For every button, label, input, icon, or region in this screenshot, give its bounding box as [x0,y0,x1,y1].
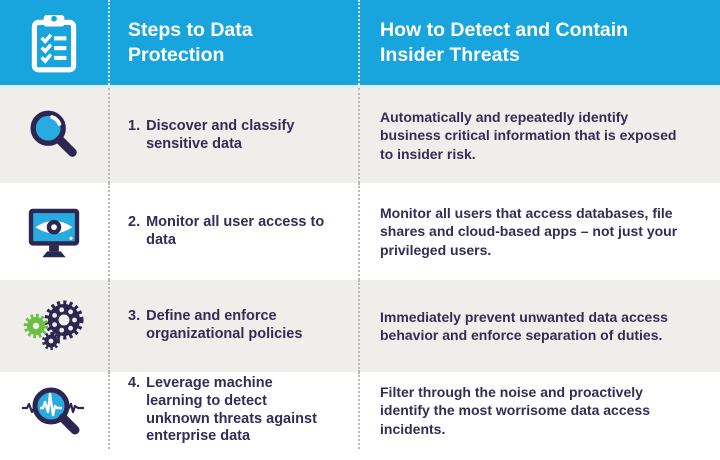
row4-desc-cell: Filter through the noise and proactively… [358,372,720,449]
step-description: Automatically and repeatedly identify bu… [380,109,677,162]
header-cell-detect: How to Detect and Contain Insider Threat… [358,0,720,85]
row1-step-cell: 1. Discover and classify sensitive data [108,88,358,183]
column-title-detect: How to Detect and Contain Insider Threat… [380,19,629,66]
magnifier-icon [23,105,85,167]
row3-step-cell: 3. Define and enforce organizational pol… [108,280,358,372]
row3-icon-cell [0,280,108,372]
bottom-margin [0,449,720,457]
table-row: 4. Leverage machine learning to detect u… [0,372,720,449]
row1-desc-cell: Automatically and repeatedly identify bu… [358,88,720,183]
table-row: 2. Monitor all user access to data Monit… [0,183,720,280]
step-label: Monitor all user access to data [146,213,325,248]
step-description: Monitor all users that access databases,… [380,205,678,258]
step-label: Define and enforce organizational polici… [146,308,303,342]
step-description: Filter through the noise and proactively… [380,384,650,437]
row2-desc-cell: Monitor all users that access databases,… [358,183,720,280]
step-item: 2. Monitor all user access to data [128,214,332,249]
step-number: 1. [128,117,141,134]
row4-step-cell: 4. Leverage machine learning to detect u… [108,372,358,449]
pulse-magnifier-icon [21,381,87,441]
row1-icon-cell [0,88,108,183]
step-item: 1. Discover and classify sensitive data [128,118,332,153]
table-row: 3. Define and enforce organizational pol… [0,280,720,372]
step-label: Discover and classify sensitive data [146,117,295,152]
row4-icon-cell [0,372,108,449]
row2-icon-cell [0,183,108,280]
clipboard-checklist-icon [21,10,87,76]
header-cell-steps: Steps to Data Protection [108,0,358,85]
step-number: 2. [128,213,141,230]
step-number: 3. [128,308,141,325]
step-description: Immediately prevent unwanted data access… [380,308,668,343]
header-icon-cell [0,0,108,85]
gears-icon [22,295,86,357]
table-row: 1. Discover and classify sensitive data … [0,88,720,183]
column-title-steps: Steps to Data Protection [128,19,253,66]
step-item: 3. Define and enforce organizational pol… [128,308,332,343]
monitor-eye-icon [23,201,85,263]
step-item: 4. Leverage machine learning to detect u… [128,375,332,446]
table-header: Steps to Data Protection How to Detect a… [0,0,720,88]
step-number: 4. [128,375,141,392]
row2-step-cell: 2. Monitor all user access to data [108,183,358,280]
row3-desc-cell: Immediately prevent unwanted data access… [358,280,720,372]
step-label: Leverage machine learning to detect unkn… [146,375,317,445]
